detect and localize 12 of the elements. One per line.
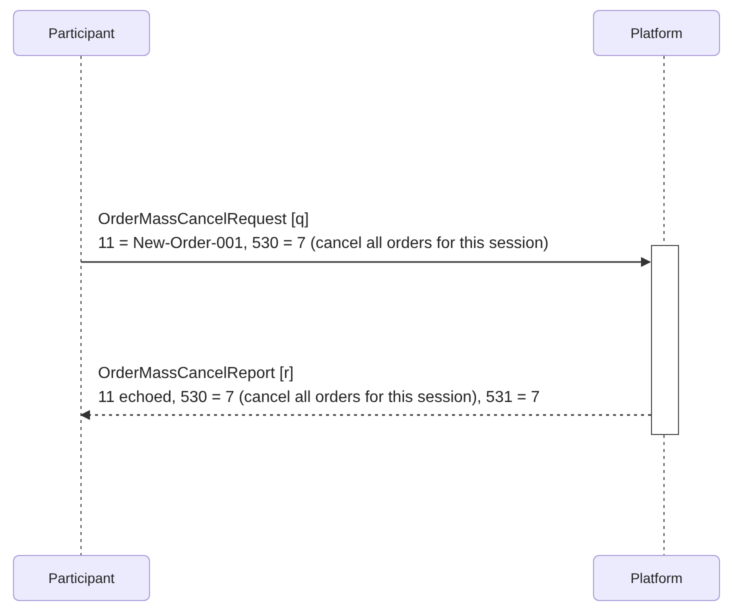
actor-box: Participant — [13, 10, 150, 56]
actor-box: Participant — [13, 555, 150, 601]
activation-bar — [651, 245, 679, 435]
message-parameters: 11 = New-Order-001, 530 = 7 (cancel all orders for this session) — [98, 234, 549, 254]
message-parameters: 11 echoed, 530 = 7 (cancel all orders for this session), 531 = 7 — [98, 388, 540, 408]
message-label: OrderMassCancelReport [r] — [98, 364, 294, 384]
message-label: OrderMassCancelRequest [q] — [98, 210, 309, 230]
lifeline — [80, 56, 82, 556]
actor-box: Platform — [593, 555, 720, 601]
message-arrow — [80, 410, 651, 420]
actor-box: Platform — [593, 10, 720, 56]
message-arrow — [81, 257, 651, 267]
